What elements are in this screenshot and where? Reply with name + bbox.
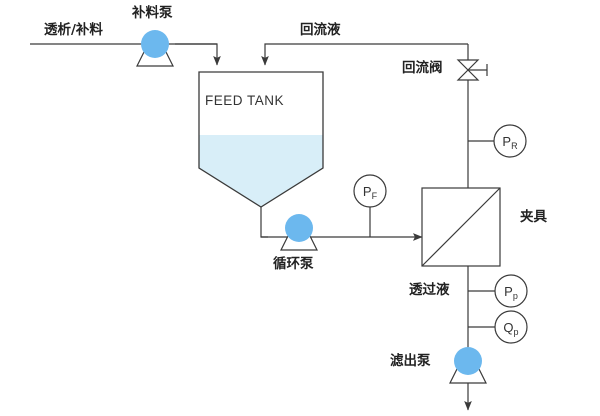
return-valve-label: 回流阀 <box>402 60 443 76</box>
retentate-pressure-gauge-label: PR <box>502 134 518 151</box>
membrane-holder-body <box>421 187 501 267</box>
permeate-flow-gauge-label: Qp <box>503 320 518 337</box>
feed-pressure-gauge <box>353 174 387 208</box>
permeate-pressure-gauge-label: Pp <box>504 284 518 301</box>
permeate-flow-gauge <box>494 310 528 344</box>
tank-outlet-line <box>260 207 268 238</box>
filtrate-pump-label: 滤出泵 <box>390 353 431 369</box>
tank-liquid-level <box>199 135 323 207</box>
diafiltration-feed-label: 透析/补料 <box>44 22 103 38</box>
permeate-pressure-gauge <box>494 274 528 308</box>
feed-pump-discharge-line <box>175 43 221 66</box>
return-liquid-label: 回流液 <box>300 22 341 38</box>
feed-pump-impeller <box>141 30 169 58</box>
return-valve-body <box>456 59 480 81</box>
membrane-holder-diagonal <box>421 187 501 267</box>
permeate-label: 透过液 <box>409 282 450 298</box>
feed-pump-label: 补料泵 <box>132 5 173 21</box>
circulation-pump-label: 循环泵 <box>273 256 314 272</box>
feed-tank-label: FEED TANK <box>205 93 285 108</box>
return-liquid-line <box>261 43 468 66</box>
feed-tank-body <box>198 71 324 208</box>
circulation-pump-impeller <box>285 214 313 242</box>
filtrate-pump-impeller <box>454 347 482 375</box>
feed-pressure-gauge-label: PF <box>363 184 378 201</box>
retentate-pressure-gauge <box>493 124 527 158</box>
membrane-holder-label: 夹具 <box>520 209 547 225</box>
